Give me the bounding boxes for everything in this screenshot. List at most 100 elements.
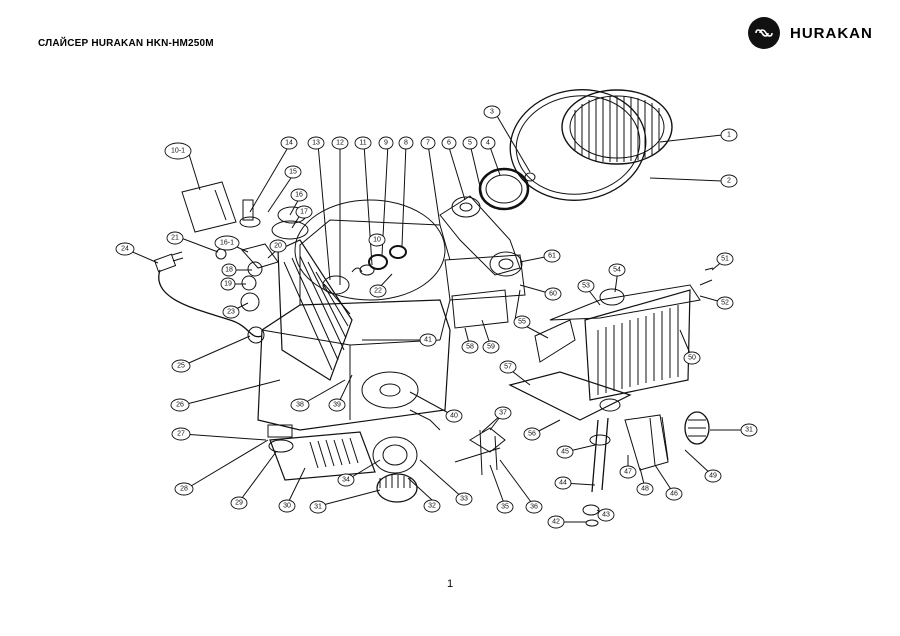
svg-text:5: 5 (468, 140, 472, 147)
callout-16-1 (214, 235, 240, 251)
callout-8 (398, 136, 414, 150)
callout-31a (309, 500, 327, 514)
callout-23 (222, 305, 240, 319)
callout-36 (525, 500, 543, 514)
svg-text:46: 46 (670, 491, 678, 498)
svg-text:23: 23 (227, 309, 235, 316)
callout-10-1 (164, 142, 192, 160)
svg-text:61: 61 (548, 253, 556, 260)
callout-40 (445, 409, 463, 423)
svg-text:19: 19 (224, 281, 232, 288)
callout-15 (284, 165, 302, 179)
callout-59 (482, 340, 500, 354)
svg-text:7: 7 (426, 140, 430, 147)
callout-26 (170, 398, 190, 412)
callout-38 (290, 398, 310, 412)
callout-33 (455, 492, 473, 506)
callout-5 (462, 136, 478, 150)
svg-text:14: 14 (285, 140, 293, 147)
svg-text:47: 47 (624, 469, 632, 476)
callout-30 (278, 499, 296, 513)
callout-56 (523, 427, 541, 441)
food-tray-drawing (508, 371, 632, 421)
svg-text:30: 30 (283, 503, 291, 510)
svg-text:10-1: 10-1 (171, 148, 185, 155)
svg-text:26: 26 (176, 402, 184, 409)
callout-58 (461, 340, 479, 354)
callout-1 (720, 128, 738, 142)
callout-54 (608, 263, 626, 277)
main-body-drawing (257, 199, 451, 431)
svg-text:53: 53 (582, 283, 590, 290)
svg-text:49: 49 (709, 473, 717, 480)
svg-text:27: 27 (177, 431, 185, 438)
svg-text:58: 58 (466, 344, 474, 351)
callout-60 (544, 287, 562, 301)
svg-text:38: 38 (296, 402, 304, 409)
svg-text:8: 8 (404, 140, 408, 147)
callout-42 (547, 515, 565, 529)
slide-rod-drawing (591, 417, 609, 493)
svg-text:4: 4 (486, 140, 490, 147)
callout-46 (665, 487, 683, 501)
svg-text:10: 10 (373, 237, 381, 244)
svg-text:12: 12 (336, 140, 344, 147)
document-title: СЛАЙСЕР HURAKAN HKN-HM250M (38, 38, 214, 49)
callout-53 (577, 279, 595, 293)
callout-31b (740, 423, 758, 437)
svg-text:57: 57 (504, 364, 512, 371)
callout-45 (556, 445, 574, 459)
callout-bubbles (115, 105, 758, 529)
svg-text:3: 3 (490, 109, 494, 116)
svg-text:2: 2 (727, 178, 731, 185)
slicing-guard-drawing (277, 239, 353, 381)
callout-47 (619, 465, 637, 479)
svg-text:48: 48 (641, 486, 649, 493)
svg-text:16: 16 (295, 192, 303, 199)
callout-13 (307, 136, 325, 150)
svg-text:20: 20 (274, 243, 282, 250)
svg-text:52: 52 (721, 300, 729, 307)
callout-2 (720, 174, 738, 188)
svg-text:17: 17 (300, 209, 308, 216)
pusher-drawing (534, 319, 576, 363)
svg-text:54: 54 (613, 267, 621, 274)
page-number: 1 (446, 578, 454, 590)
svg-text:13: 13 (312, 140, 320, 147)
svg-text:18: 18 (225, 267, 233, 274)
base-plate-drawing (267, 424, 376, 481)
callout-41 (419, 333, 437, 347)
brand-logo: HURAKAN (748, 16, 873, 50)
sharpener-cover-drawing (181, 181, 237, 233)
svg-text:45: 45 (561, 449, 569, 456)
callout-57 (499, 360, 517, 374)
svg-text:28: 28 (180, 486, 188, 493)
callout-18 (221, 263, 237, 277)
svg-text:35: 35 (501, 504, 509, 511)
callout-34 (337, 473, 355, 487)
svg-text:16-1: 16-1 (220, 240, 234, 247)
svg-text:34: 34 (342, 477, 350, 484)
svg-text:56: 56 (528, 431, 536, 438)
callout-9 (378, 136, 394, 150)
carriage-drawing (549, 267, 714, 401)
power-cable-drawing (158, 269, 263, 338)
callout-27 (171, 427, 191, 441)
callout-35 (496, 500, 514, 514)
callout-17 (295, 205, 313, 219)
svg-text:31: 31 (314, 504, 322, 511)
callout-3 (483, 105, 501, 119)
callout-61 (543, 249, 561, 263)
svg-text:33: 33 (460, 496, 468, 503)
svg-text:1: 1 (727, 132, 731, 139)
callout-49 (704, 469, 722, 483)
callout-51 (716, 252, 734, 266)
svg-text:32: 32 (428, 503, 436, 510)
callout-11 (354, 136, 372, 150)
svg-text:40: 40 (450, 413, 458, 420)
svg-text:21: 21 (171, 235, 179, 242)
svg-text:6: 6 (447, 140, 451, 147)
svg-text:51: 51 (721, 256, 729, 263)
callout-29 (230, 496, 248, 510)
